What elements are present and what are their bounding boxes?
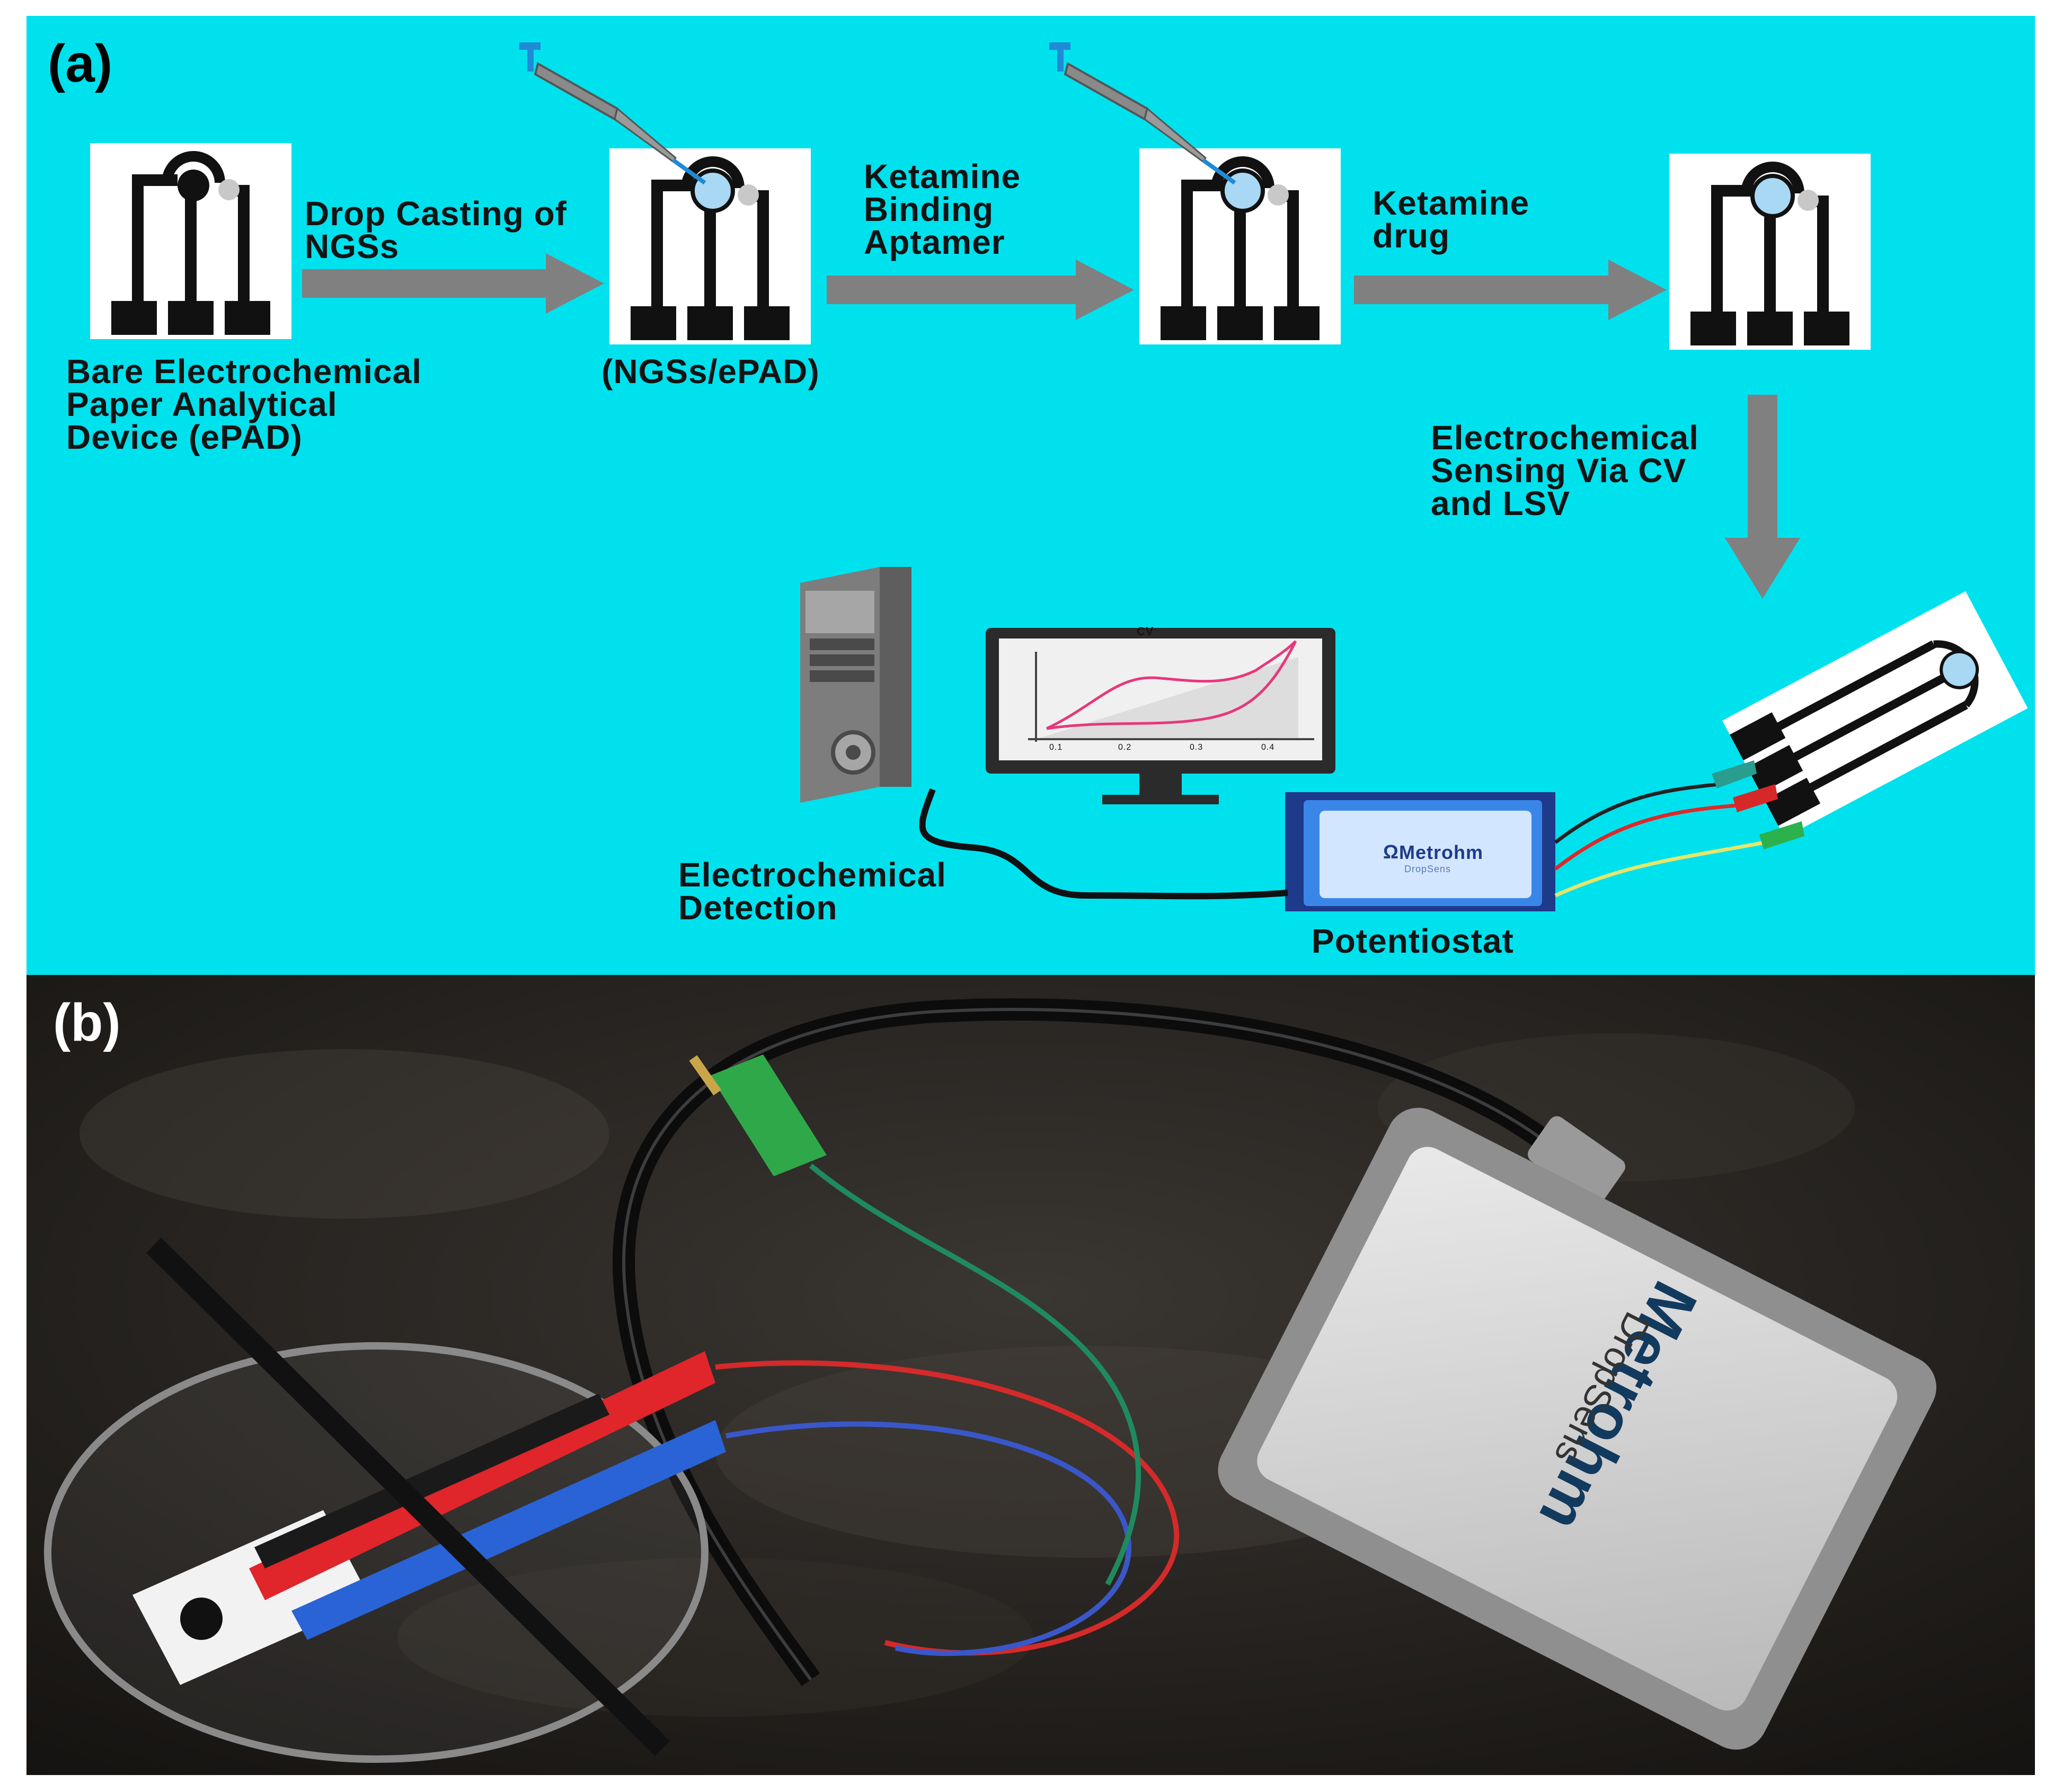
arrow-label-drop-casting: Drop Casting of NGSs [305, 194, 567, 265]
monitor-tick-1: 0.1 [1049, 743, 1063, 752]
panel-b-tag: (b) [53, 993, 121, 1052]
ngs-epad-electrode [609, 148, 811, 344]
monitor-chart-title: CV [1137, 625, 1154, 638]
potentiostat-label: Potentiostat [1312, 922, 1514, 960]
monitor-tick-3: 0.3 [1190, 743, 1203, 752]
potentiostat-sub-text: DropSens [1404, 864, 1451, 874]
usb-cable [919, 788, 1288, 900]
arrow-ketamine [1354, 260, 1667, 320]
photo-lead-blue [725, 1421, 1132, 1656]
arrow-label-aptamer: Ketamine Binding Aptamer [864, 157, 1021, 261]
clip-red [1733, 784, 1778, 812]
ngs-epad-label: (NGSs/ePAD) [601, 352, 820, 391]
lead-black [1554, 782, 1720, 844]
photo-lead-red [715, 1360, 1180, 1656]
glass-rod [146, 1237, 670, 1756]
computer-monitor [986, 628, 1335, 804]
computer-label: Electrochemical Detection [678, 856, 946, 927]
monitor-tick-2: 0.2 [1118, 743, 1132, 752]
cable-connector [1527, 1116, 1626, 1205]
photo-lead-green [809, 1164, 1141, 1586]
clip-teal [1712, 760, 1757, 788]
clip-green [1759, 821, 1804, 849]
arrow-sensing [1725, 395, 1800, 599]
svg-text:Ω: Ω [1383, 841, 1398, 863]
lead-yellow [1554, 840, 1765, 898]
potentiostat-brand-text: Metrohm [1399, 841, 1483, 863]
panel-a-tag: (a) [48, 34, 113, 93]
lead-red [1554, 803, 1739, 871]
potentiostat-box: Ω [1285, 792, 1555, 911]
panel-a-artwork: Ω [26, 16, 2028, 911]
arrow-label-sensing: Electrochemical Sensing Via CV and LSV [1431, 419, 1699, 522]
panel-b-artwork [26, 975, 2035, 1775]
ketamine-epad-electrode [1669, 154, 1871, 350]
computer-tower [800, 567, 911, 803]
metrohm-device [1218, 1107, 1936, 1750]
arrow-drop-casting [302, 253, 604, 314]
panel-a: Ω (a) Drop Casting of NGSs Ketamine Bind… [26, 16, 2035, 975]
bare-epad-label: Bare Electrochemical Paper Analytical De… [66, 352, 422, 456]
photo-blue-clip [291, 1420, 726, 1640]
monitor-tick-4: 0.4 [1261, 743, 1275, 752]
arrow-label-ketamine: Ketamine drug [1373, 184, 1530, 255]
bare-epad-electrode [90, 143, 291, 339]
panel-b-photo: (b) Metrohm DropSens [26, 975, 2035, 1775]
connected-epad [1722, 591, 2028, 838]
aptamer-epad-electrode [1139, 148, 1341, 344]
green-banana-plug [710, 1054, 827, 1176]
arrow-aptamer [827, 260, 1134, 320]
photo-black-clip [254, 1394, 609, 1568]
